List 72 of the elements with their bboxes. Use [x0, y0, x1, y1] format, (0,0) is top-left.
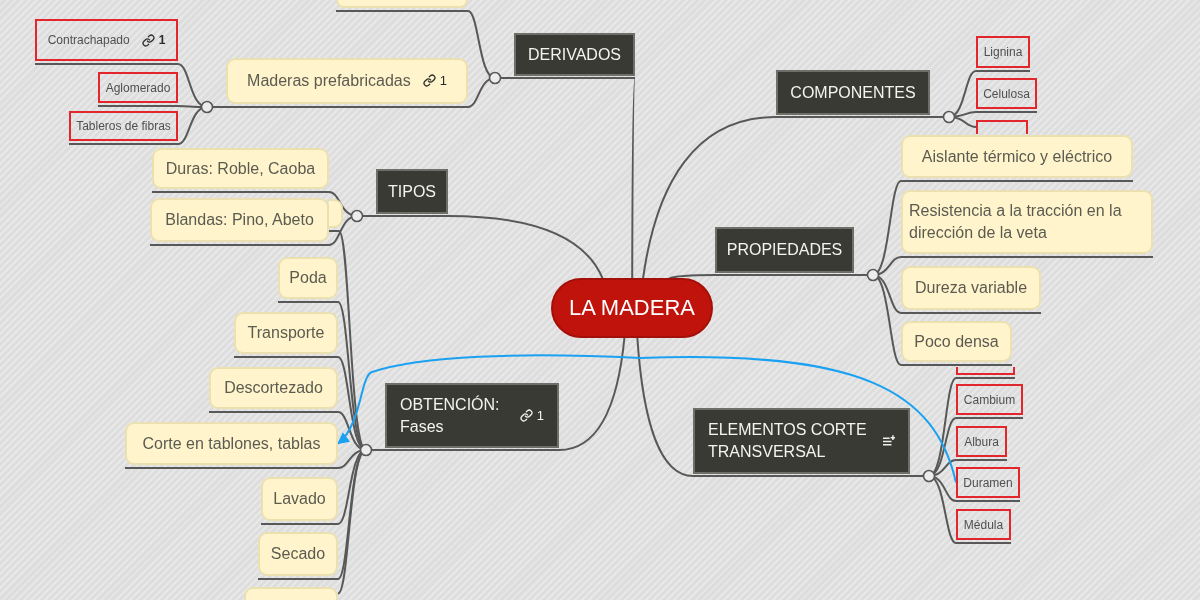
idea-card [901, 135, 1133, 178]
link-count: 1 [439, 72, 447, 90]
idea-text: Maderas prefabricadas [247, 71, 411, 92]
branch-line [667, 274, 855, 280]
subtopic-text: Duramen [963, 475, 1013, 490]
subtopic-frame [956, 426, 1007, 457]
branch-line [636, 336, 911, 477]
idea-card [278, 257, 338, 299]
subtopic-frame [956, 509, 1011, 540]
subtopic-text: Tableros de fibras [76, 119, 171, 133]
idea-card [125, 422, 338, 465]
subtopic-text: Lignina [983, 45, 1023, 59]
idea-text: Secado [270, 544, 326, 565]
idea-text: Resistencia a la tracción en la dirección de la veta [909, 201, 1123, 243]
topic-label: DERIVADOS [527, 44, 622, 65]
idea-card [261, 477, 338, 521]
subtopic-frame [956, 367, 1015, 375]
subtopic-frame [98, 72, 178, 103]
idea-text: Corte en tablones, tablas [142, 433, 321, 454]
branch-line [384, 336, 626, 451]
idea-card [150, 198, 329, 242]
subtopic-text: Celulosa [983, 86, 1030, 101]
subtopic-frame [956, 384, 1023, 415]
idea-card [209, 367, 338, 409]
idea-text: Aislante térmico y eléctrico [921, 146, 1113, 167]
subtopic-frame [976, 36, 1030, 68]
idea-card [336, 0, 468, 8]
branch-line [513, 77, 636, 280]
subtopic-frame [69, 111, 178, 141]
subtopic-frame [35, 19, 178, 61]
link-count: 1 [158, 33, 166, 47]
idea-text: Descortezado [224, 378, 323, 399]
subtopic-text: Albura [964, 434, 999, 449]
idea-card [258, 532, 338, 576]
idea-text: Duras: Roble, Caoba [165, 158, 316, 179]
topic-box [376, 169, 448, 214]
link-arrow [337, 354, 957, 484]
idea-text: Poco densa [914, 331, 999, 352]
topic-label: COMPONENTES [790, 82, 916, 103]
topic-label: TIPOS [388, 181, 436, 202]
idea-card [234, 312, 338, 354]
link-count: 1 [536, 406, 544, 425]
topic-box [693, 408, 910, 474]
topic-box [385, 383, 559, 448]
idea-text: Poda [289, 268, 327, 289]
idea-text: Lavado [273, 489, 326, 510]
branch-line [642, 116, 931, 280]
idea-text: Blandas: Pino, Abeto [165, 210, 314, 231]
idea-card [329, 199, 343, 228]
subtopic-text: Cambium [963, 392, 1016, 407]
subtopic-text: Médula [963, 517, 1004, 532]
idea-text: Dureza variable [914, 278, 1028, 299]
topic-label: OBTENCIÓN: Fases [400, 394, 501, 437]
idea-card [901, 266, 1041, 310]
subtopic-text: Aglomerado [105, 80, 171, 95]
subtopic-text: Contrachapado [47, 33, 130, 47]
branch-line [375, 215, 604, 280]
topic-box [715, 227, 854, 273]
subtopic-frame [956, 467, 1020, 498]
idea-card [244, 587, 338, 600]
topic-box [776, 70, 930, 115]
subtopic-frame [976, 78, 1037, 109]
idea-text: Transporte [247, 323, 325, 344]
central-topic-label: LA MADERA [569, 295, 695, 321]
topic-label: ELEMENTOS CORTE TRANSVERSAL [708, 420, 868, 462]
central-topic-pill [551, 278, 713, 338]
idea-card [226, 58, 468, 104]
topic-box [514, 33, 635, 76]
idea-card [901, 321, 1012, 362]
idea-card [901, 190, 1153, 254]
idea-card [152, 148, 329, 189]
topic-label: PROPIEDADES [726, 240, 843, 261]
